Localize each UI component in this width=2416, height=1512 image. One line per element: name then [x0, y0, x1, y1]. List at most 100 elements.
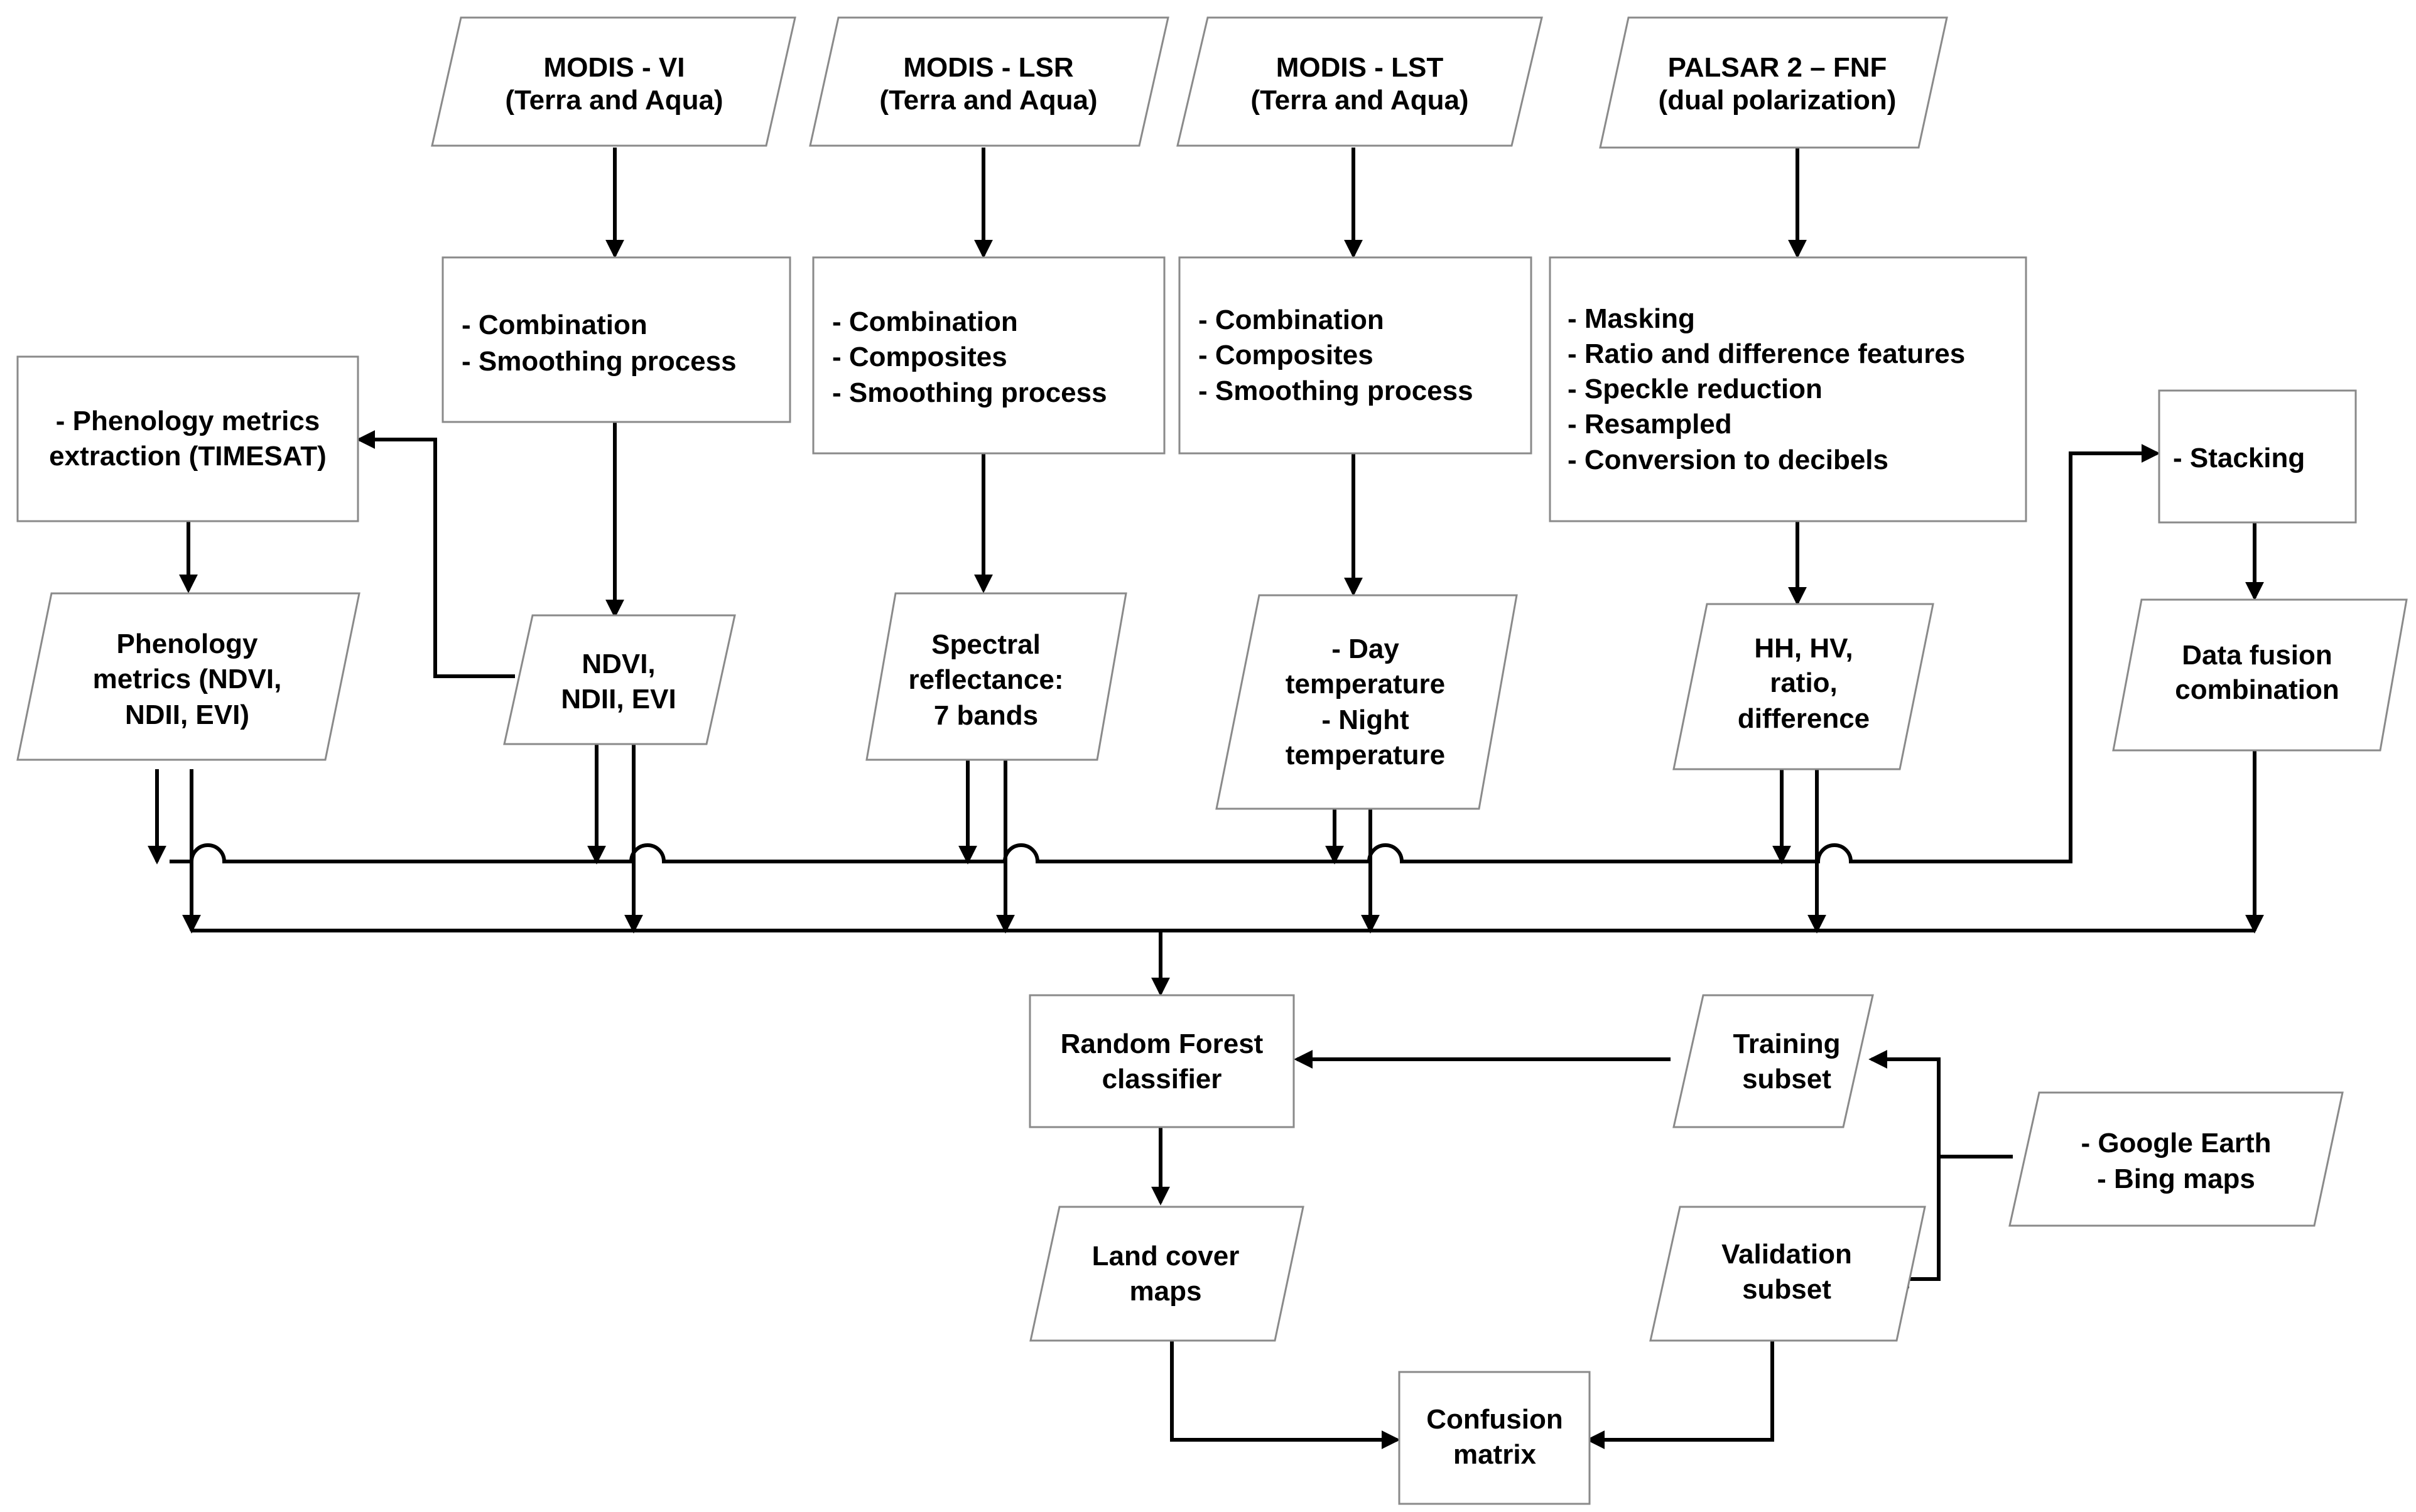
node-confusion-line-1: Confusion: [1426, 1404, 1563, 1435]
edge-validation-to-confusion: [1586, 1339, 1774, 1449]
node-hh-hv-line-1: HH, HV,: [1754, 633, 1853, 664]
node-modis-lsr-line-1: MODIS - LSR: [903, 52, 1073, 83]
node-modis-vi: MODIS - VI(Terra and Aqua): [431, 16, 796, 147]
edge-google-to-training: [1868, 1050, 2013, 1158]
node-pheno-extract-line-1: - Phenology metrics: [56, 406, 320, 436]
node-temperature-line-3: - Night: [1321, 705, 1409, 735]
node-proc-lst-line-2: - Composites: [1198, 340, 1373, 370]
node-proc-palsar-line-2: - Ratio and difference features: [1568, 338, 1965, 369]
node-proc-vi-line-2: - Smoothing process: [462, 346, 737, 377]
svg-text:- Combination- Composites- Smo: - Combination - Composites - Smoothing pro…: [1198, 305, 1473, 406]
node-pheno-metrics-line-3: NDII, EVI): [125, 699, 249, 730]
node-confusion-line-2: matrix: [1453, 1439, 1537, 1470]
node-proc-lst-line-3: - Smoothing process: [1198, 375, 1473, 406]
node-proc-lst-line-1: - Combination: [1198, 305, 1384, 335]
svg-text:NDVI,NDII, EVI: NDVI, NDII, EVI: [561, 649, 676, 715]
svg-text:- Combination- Composites- Smo: - Combination - Composites - Smoothing pro…: [832, 306, 1107, 408]
node-random-forest-line-1: Random Forest: [1061, 1029, 1264, 1059]
node-proc-palsar: - Masking - Ratio and difference features…: [1549, 256, 2027, 522]
node-training-line-2: subset: [1742, 1064, 1831, 1094]
node-spectral-line-3: 7 bands: [934, 700, 1038, 731]
node-proc-lsr-line-3: - Smoothing process: [832, 377, 1107, 408]
node-proc-palsar-line-5: - Conversion to decibels: [1568, 445, 1888, 475]
node-land-cover: Land cover maps: [1029, 1206, 1304, 1342]
node-training: Training subset: [1672, 994, 1874, 1128]
node-validation-line-1: Validation: [1721, 1239, 1852, 1270]
node-pheno-metrics-line-2: metrics (NDVI,: [93, 664, 282, 694]
node-google: - Google Earth - Bing maps: [2008, 1091, 2344, 1227]
node-proc-lsr: - Combination - Composites - Smoothing pro…: [812, 256, 1166, 455]
node-random-forest: Random Forest classifier: [1029, 994, 1295, 1128]
node-pheno-metrics: Phenology metrics (NDVI, NDII, EVI): [16, 592, 360, 761]
node-modis-vi-line-2: (Terra and Aqua): [505, 85, 723, 116]
node-google-line-2: - Bing maps: [2097, 1164, 2255, 1194]
node-palsar-line-1: PALSAR 2 – FNF: [1668, 52, 1887, 83]
node-temperature-line-1: - Day: [1331, 634, 1399, 664]
node-ndvi: NDVI, NDII, EVI: [503, 614, 736, 745]
svg-text:PALSAR 2 – FNF(dual polarizati: PALSAR 2 – FNF(dual polarization): [1659, 52, 1897, 116]
node-palsar: PALSAR 2 – FNF(dual polarization): [1599, 16, 1948, 149]
node-confusion: Confusion matrix: [1398, 1371, 1591, 1505]
node-data-fusion-line-2: combination: [2175, 674, 2339, 705]
svg-text:- Combination- Smoothing proce: - Combination - Smoothing process: [462, 310, 737, 377]
node-pheno-extract: - Phenology metrics extraction (TIMESAT): [16, 355, 359, 522]
node-pheno-extract-line-2: extraction (TIMESAT): [49, 441, 327, 472]
node-proc-vi: - Combination - Smoothing process: [441, 256, 791, 423]
node-ndvi-line-2: NDII, EVI: [561, 684, 676, 715]
node-palsar-line-2: (dual polarization): [1659, 85, 1897, 116]
svg-text:HH, HV,ratio,difference: HH, HV,ratio, difference: [1738, 633, 1870, 734]
node-spectral-line-2: reflectance:: [908, 664, 1063, 695]
svg-text:MODIS - LSR(Terra and Aqua): MODIS - LSR(Terra and Aqua): [879, 52, 1097, 116]
edge-land-cover-to-confusion: [1170, 1339, 1400, 1449]
node-temperature-line-4: temperature: [1286, 740, 1445, 770]
node-random-forest-line-2: classifier: [1102, 1064, 1222, 1094]
stacking-bus-line: [170, 444, 2160, 863]
node-proc-lsr-line-2: - Composites: [832, 342, 1007, 372]
node-pheno-metrics-line-1: Phenology: [117, 629, 258, 659]
node-hh-hv-line-2: ratio,: [1770, 667, 1838, 698]
node-hh-hv: HH, HV,ratio, difference: [1672, 603, 1934, 770]
svg-text:- Google Earth- Bing maps: - Google Earth - Bing maps: [2081, 1128, 2271, 1194]
node-ndvi-line-1: NDVI,: [582, 649, 655, 679]
node-spectral-line-1: Spectral: [931, 629, 1041, 660]
node-validation: Validation subset: [1649, 1206, 1926, 1342]
node-proc-palsar-line-1: - Masking: [1568, 303, 1695, 334]
node-spectral: Spectral reflectance: 7 bands: [865, 592, 1127, 761]
svg-text:- Masking- Ratio and differenc: - Masking - Ratio and difference features…: [1568, 303, 1965, 475]
node-temperature-line-2: temperature: [1286, 669, 1445, 699]
node-land-cover-line-1: Land cover: [1092, 1241, 1240, 1272]
node-modis-lst: MODIS - LST(Terra and Aqua): [1176, 16, 1543, 147]
node-proc-palsar-line-3: - Speckle reduction: [1568, 374, 1823, 404]
node-proc-palsar-line-4: - Resampled: [1568, 409, 1732, 440]
svg-text:MODIS - VI(Terra and Aqua): MODIS - VI(Terra and Aqua): [505, 52, 723, 116]
node-modis-vi-line-1: MODIS - VI: [544, 52, 685, 83]
nodes: MODIS - VI(Terra and Aqua) MODIS - LSR(T…: [16, 16, 2408, 1505]
node-modis-lsr-line-2: (Terra and Aqua): [879, 85, 1097, 116]
node-proc-lsr-line-1: - Combination: [832, 306, 1018, 337]
node-google-line-1: - Google Earth: [2081, 1128, 2271, 1158]
connectors: [148, 148, 2264, 1449]
node-modis-lst-line-1: MODIS - LST: [1276, 52, 1444, 83]
node-training-line-1: Training: [1733, 1029, 1840, 1059]
node-proc-vi-line-1: - Combination: [462, 310, 647, 340]
node-hh-hv-line-3: difference: [1738, 703, 1870, 734]
node-validation-line-2: subset: [1742, 1274, 1831, 1305]
svg-text:- Stacking: - Stacking: [2173, 443, 2305, 473]
node-land-cover-line-2: maps: [1130, 1276, 1202, 1307]
node-temperature: - Day temperature - Night temperature: [1215, 594, 1518, 810]
edge-ndvi-to-pheno-extract: [356, 430, 515, 678]
node-proc-lst: - Combination - Composites - Smoothing pro…: [1178, 256, 1532, 455]
svg-text:MODIS - LST(Terra and Aqua): MODIS - LST(Terra and Aqua): [1250, 52, 1468, 116]
